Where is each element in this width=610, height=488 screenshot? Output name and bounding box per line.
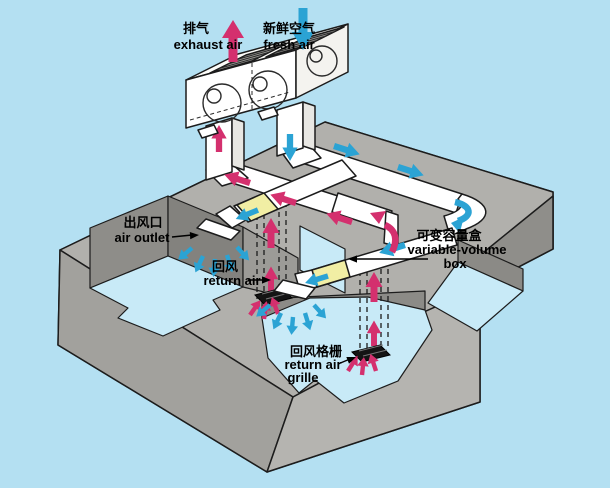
label-air-outlet: 出风口 air outlet [115, 215, 200, 245]
air-outlet-leader-line [171, 234, 193, 238]
exhaust-air-label-en: exhaust air [174, 37, 243, 52]
fan-hub-icon [252, 76, 268, 92]
supply-riser-side [302, 101, 316, 151]
return-turn-arrow [383, 222, 399, 254]
label-exhaust-air: 排气 exhaust air [174, 21, 243, 52]
ahu-foot [257, 106, 279, 121]
diffuser-2-plate [273, 279, 316, 300]
vav-label-zh: 可变容量盒 [416, 228, 482, 243]
return-riser-side [231, 117, 245, 171]
ahu-exhaust-grille [209, 42, 289, 74]
vav-label-en1: variable-volume [408, 242, 507, 257]
vav-label-en2: box [443, 256, 467, 271]
return-air-label-en: return air [203, 273, 260, 288]
room1-floor [89, 255, 244, 337]
fan-hub-icon [309, 49, 323, 63]
grille-label-zh: 回风格栅 [290, 344, 342, 359]
return-shaft-2 [343, 260, 391, 376]
labels: 排气 exhaust air 新鲜空气 fresh air 出风口 air ou… [115, 21, 507, 385]
fan-scroll-icon [306, 45, 338, 77]
ahu-hidden-edge [189, 91, 291, 121]
fan-scroll-icon [202, 83, 242, 123]
duct-network [196, 101, 487, 300]
exhaust-air-label-zh: 排气 [183, 21, 209, 36]
label-return-air-grille: 回风格栅 return air grille [284, 344, 358, 385]
label-variable-volume-box: 可变容量盒 variable-volume box [348, 228, 507, 271]
grille-label-en2: grille [287, 370, 318, 385]
grille-label-en1: return air [284, 357, 341, 372]
fresh-air-label-en: fresh air [263, 37, 314, 52]
room-interiors [89, 195, 524, 404]
room2-floor-right [427, 261, 524, 332]
diffuser-1-plate [196, 218, 241, 241]
return-air-label-zh: 回风 [212, 259, 238, 274]
fresh-air-label-zh: 新鲜空气 [263, 21, 315, 36]
air-outlet-label-zh: 出风口 [123, 215, 162, 230]
return-turn-arrowhead [370, 211, 386, 224]
air-outlet-label-en: air outlet [115, 230, 171, 245]
supply-riser-duct [276, 101, 304, 157]
fan-hub-icon [206, 88, 222, 104]
duct-flow-arrows [211, 125, 472, 290]
supply-uturn-arrowhead [451, 216, 464, 234]
ahu-foot [197, 124, 219, 139]
label-return-air: 回风 return air [203, 259, 271, 288]
label-fresh-air: 新鲜空气 fresh air [263, 21, 315, 52]
